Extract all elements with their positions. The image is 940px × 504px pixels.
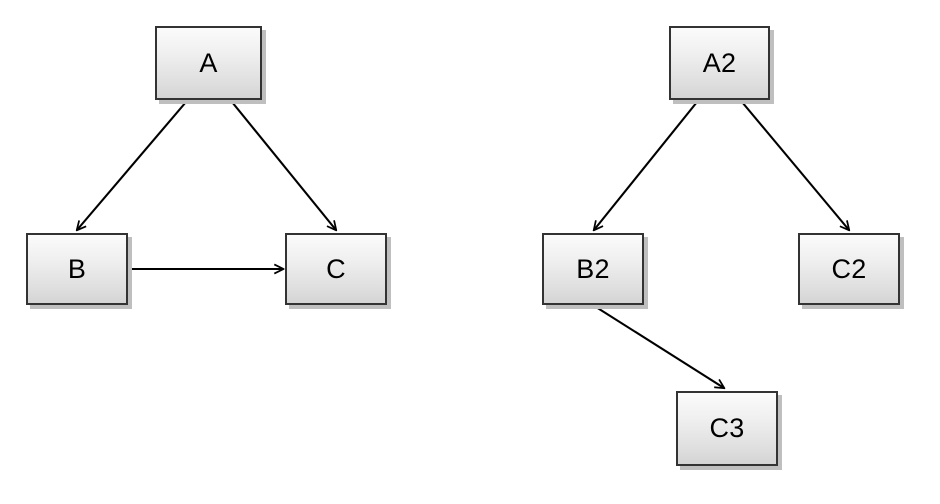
node-c[interactable]: C [285,233,387,305]
node-b2[interactable]: B2 [542,233,644,305]
edge-a2-to-b2 [594,101,698,230]
edge-a-to-c [231,101,336,230]
edges-group [77,101,849,388]
node-c2[interactable]: C2 [798,233,900,305]
node-a2[interactable]: A2 [669,26,770,100]
node-label: C [326,253,346,284]
node-b[interactable]: B [26,233,128,305]
node-label: C2 [831,253,867,284]
node-label: A2 [702,47,737,78]
node-label: C3 [709,413,745,443]
node-c3[interactable]: C3 [676,391,778,466]
edge-b2-to-c3 [595,306,724,388]
node-label: B [67,253,87,284]
edge-a2-to-c2 [741,101,849,230]
node-label: A [199,47,218,78]
node-a[interactable]: A [155,26,262,100]
edge-a-to-b [77,101,187,230]
node-label: B2 [576,253,610,284]
